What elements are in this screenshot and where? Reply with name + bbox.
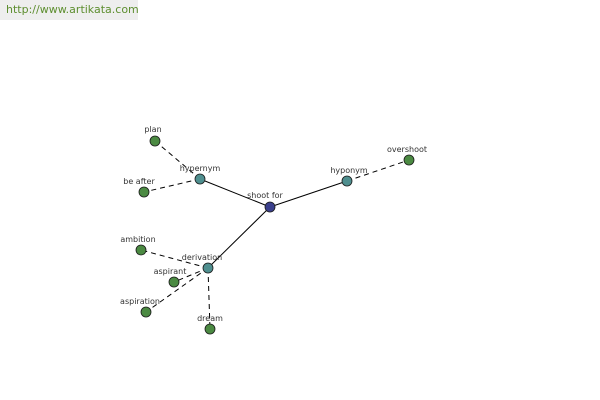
edge-hyponym-overshoot xyxy=(346,159,410,182)
label-hypernym: hypernym xyxy=(180,164,221,173)
node-relation-derivation[interactable] xyxy=(202,262,214,274)
label-dream: dream xyxy=(197,314,223,323)
node-leaf-aspirant[interactable] xyxy=(168,276,180,288)
label-plan: plan xyxy=(144,125,161,134)
label-shoot-for: shoot for xyxy=(247,191,283,200)
edge-derivation-aspiration xyxy=(145,267,209,313)
edge-center-hypernym xyxy=(199,178,271,208)
node-center-shoot-for[interactable] xyxy=(264,201,276,213)
node-leaf-plan[interactable] xyxy=(149,135,161,147)
label-be-after: be after xyxy=(123,177,155,186)
edge-hypernym-plan xyxy=(154,140,201,180)
edge-center-hyponym xyxy=(269,180,348,208)
node-leaf-ambition[interactable] xyxy=(135,244,147,256)
node-leaf-aspiration[interactable] xyxy=(140,306,152,318)
source-url[interactable]: http://www.artikata.com xyxy=(0,0,139,20)
edge-derivation-ambition xyxy=(140,249,209,269)
label-aspirant: aspirant xyxy=(154,267,187,276)
edge-derivation-dream xyxy=(207,267,211,330)
node-leaf-dream[interactable] xyxy=(204,323,216,335)
node-leaf-be-after[interactable] xyxy=(138,186,150,198)
edge-derivation-aspirant xyxy=(173,267,209,283)
label-ambition: ambition xyxy=(120,235,155,244)
edge-center-derivation xyxy=(207,206,271,269)
label-hyponym: hyponym xyxy=(330,166,368,175)
label-aspiration: aspiration xyxy=(120,297,160,306)
label-overshoot: overshoot xyxy=(387,145,427,154)
node-leaf-overshoot[interactable] xyxy=(403,154,415,166)
node-relation-hyponym[interactable] xyxy=(341,175,353,187)
edge-hypernym-be-after xyxy=(143,178,201,193)
node-relation-hypernym[interactable] xyxy=(194,173,206,185)
label-derivation: derivation xyxy=(182,253,222,262)
